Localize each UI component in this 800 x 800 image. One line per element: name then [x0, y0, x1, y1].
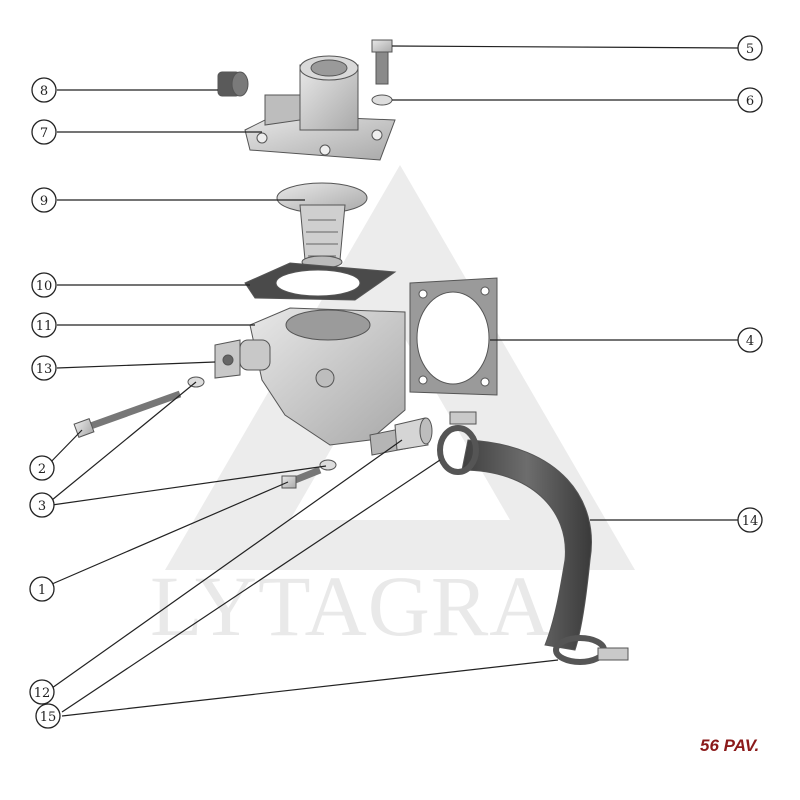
part-bracket-13 [214, 339, 241, 379]
part-bolt-5 [371, 39, 393, 85]
callout-5: 5 [737, 35, 763, 61]
leader-lines [44, 45, 739, 717]
part-thermostat-9 [276, 182, 368, 269]
part-long-bolt-2 [73, 390, 182, 438]
leader-3a [51, 381, 197, 501]
part-flange-gasket-4 [409, 277, 498, 396]
svg-text:1: 1 [38, 583, 46, 598]
svg-text:12: 12 [34, 686, 51, 701]
callout-3: 3 [29, 492, 55, 518]
callout-6: 6 [737, 87, 763, 113]
watermark-text: LYTAGRA [150, 558, 552, 654]
part-hose-14 [461, 439, 592, 651]
svg-text:11: 11 [36, 319, 53, 334]
part-washer-3b [319, 459, 337, 471]
svg-text:14: 14 [742, 514, 759, 529]
leader-15a [61, 459, 441, 713]
leader-5 [391, 45, 739, 49]
part-thermostat-cover-7 [244, 55, 396, 161]
leader-12 [51, 439, 403, 689]
callout-8: 8 [31, 77, 57, 103]
callout-9: 9 [31, 187, 57, 213]
part-clamp-15b [553, 635, 629, 665]
svg-text:2: 2 [38, 462, 46, 477]
leader-13 [56, 361, 216, 369]
callout-14: 14 [737, 507, 763, 533]
callout-4: 4 [737, 327, 763, 353]
leader-15b [61, 659, 559, 717]
svg-text:3: 3 [38, 499, 46, 514]
leader-3b [51, 465, 327, 506]
svg-text:13: 13 [36, 362, 53, 377]
part-plug-8 [217, 71, 249, 97]
svg-text:7: 7 [40, 126, 48, 141]
part-housing-11 [239, 307, 426, 456]
callout-1: 1 [29, 576, 55, 602]
svg-text:5: 5 [746, 42, 754, 57]
svg-text:6: 6 [746, 94, 754, 109]
callout-10: 10 [31, 272, 57, 298]
svg-text:4: 4 [746, 334, 754, 349]
svg-text:15: 15 [40, 710, 57, 725]
part-clamp-15a [437, 411, 479, 475]
svg-text:8: 8 [40, 84, 48, 99]
callouts: 5 6 8 7 9 10 11 13 4 14 2 3 1 12 15 [29, 35, 763, 729]
part-outlet-12 [394, 417, 433, 451]
callout-15: 15 [35, 703, 61, 729]
leader-1 [51, 481, 289, 585]
callout-11: 11 [31, 312, 57, 338]
callout-12: 12 [29, 679, 55, 705]
svg-text:10: 10 [36, 279, 53, 294]
callout-7: 7 [31, 119, 57, 145]
part-gasket-10 [244, 262, 397, 301]
part-short-bolt-1 [281, 466, 322, 489]
parts [73, 39, 629, 665]
part-washer-6 [371, 94, 393, 106]
callout-2: 2 [29, 455, 55, 481]
svg-text:9: 9 [40, 194, 48, 209]
page-label: 56 PAV. [700, 736, 760, 755]
callout-13: 13 [31, 355, 57, 381]
